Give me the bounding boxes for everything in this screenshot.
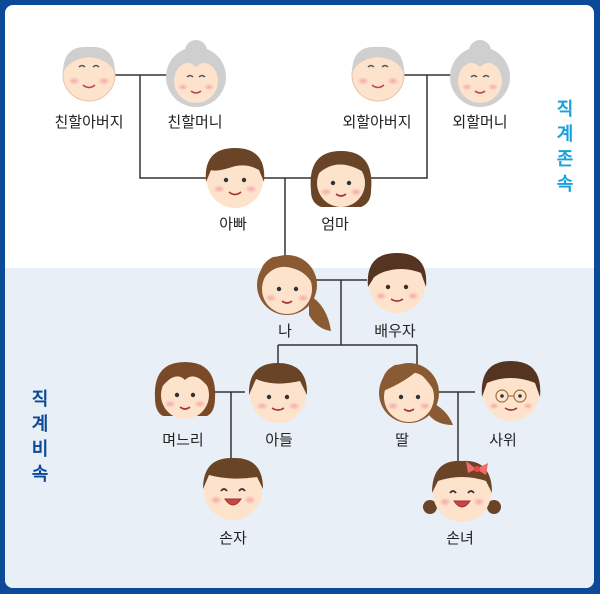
ascendants-char: 존 [556,149,574,170]
label-mother: 엄마 [321,215,349,233]
grandson-face [203,457,263,520]
mother-face [310,151,372,207]
ascendants-char: 계 [556,124,574,145]
label-maternal-grandmother: 외할머니 [452,113,508,131]
maternal-grandfather-face [351,46,405,102]
descendants-char: 직 [31,389,49,410]
descendants-char: 속 [31,464,49,485]
son-face [248,363,308,423]
paternal-grandfather-face [62,46,116,102]
label-spouse: 배우자 [374,322,416,340]
ascendants-char: 직 [556,99,574,120]
label-granddaughter: 손녀 [446,529,474,547]
daughter-face [379,363,453,425]
ascendants-section-label: 직 계 존 속 [554,97,576,197]
me-face [257,255,331,331]
label-son: 아들 [265,431,293,449]
label-son-in-law: 사위 [489,431,517,449]
paternal-grandmother-face [166,40,226,107]
label-me: 나 [278,322,292,340]
descendants-char: 계 [31,414,49,435]
descendants-background [5,268,594,588]
descendants-section-label: 직 계 비 속 [29,387,51,487]
label-grandson: 손자 [219,529,247,547]
connector-lines [115,74,475,463]
label-paternal-grandfather: 친할아버지 [54,113,124,131]
descendants-char: 비 [31,439,49,460]
spouse-face [367,253,427,313]
label-father: 아빠 [219,215,247,233]
label-daughter: 딸 [395,431,409,449]
ascendants-char: 속 [556,174,574,195]
label-daughter-in-law: 며느리 [162,431,204,449]
son-in-law-face [481,361,541,421]
family-tree-diagram [62,40,541,522]
paternal-line [139,75,210,179]
daughter-in-law-face [154,362,216,419]
father-face [205,148,265,208]
maternal-line [365,75,428,179]
granddaughter-face [423,460,501,522]
family-tree-panel: 친할아버지 친할머니 외할아버지 외할머니 아빠 엄마 나 배우자 며느리 아들… [5,5,594,588]
label-paternal-grandmother: 친할머니 [167,113,223,131]
maternal-grandmother-face [450,40,510,107]
label-maternal-grandfather: 외할아버지 [342,113,412,131]
